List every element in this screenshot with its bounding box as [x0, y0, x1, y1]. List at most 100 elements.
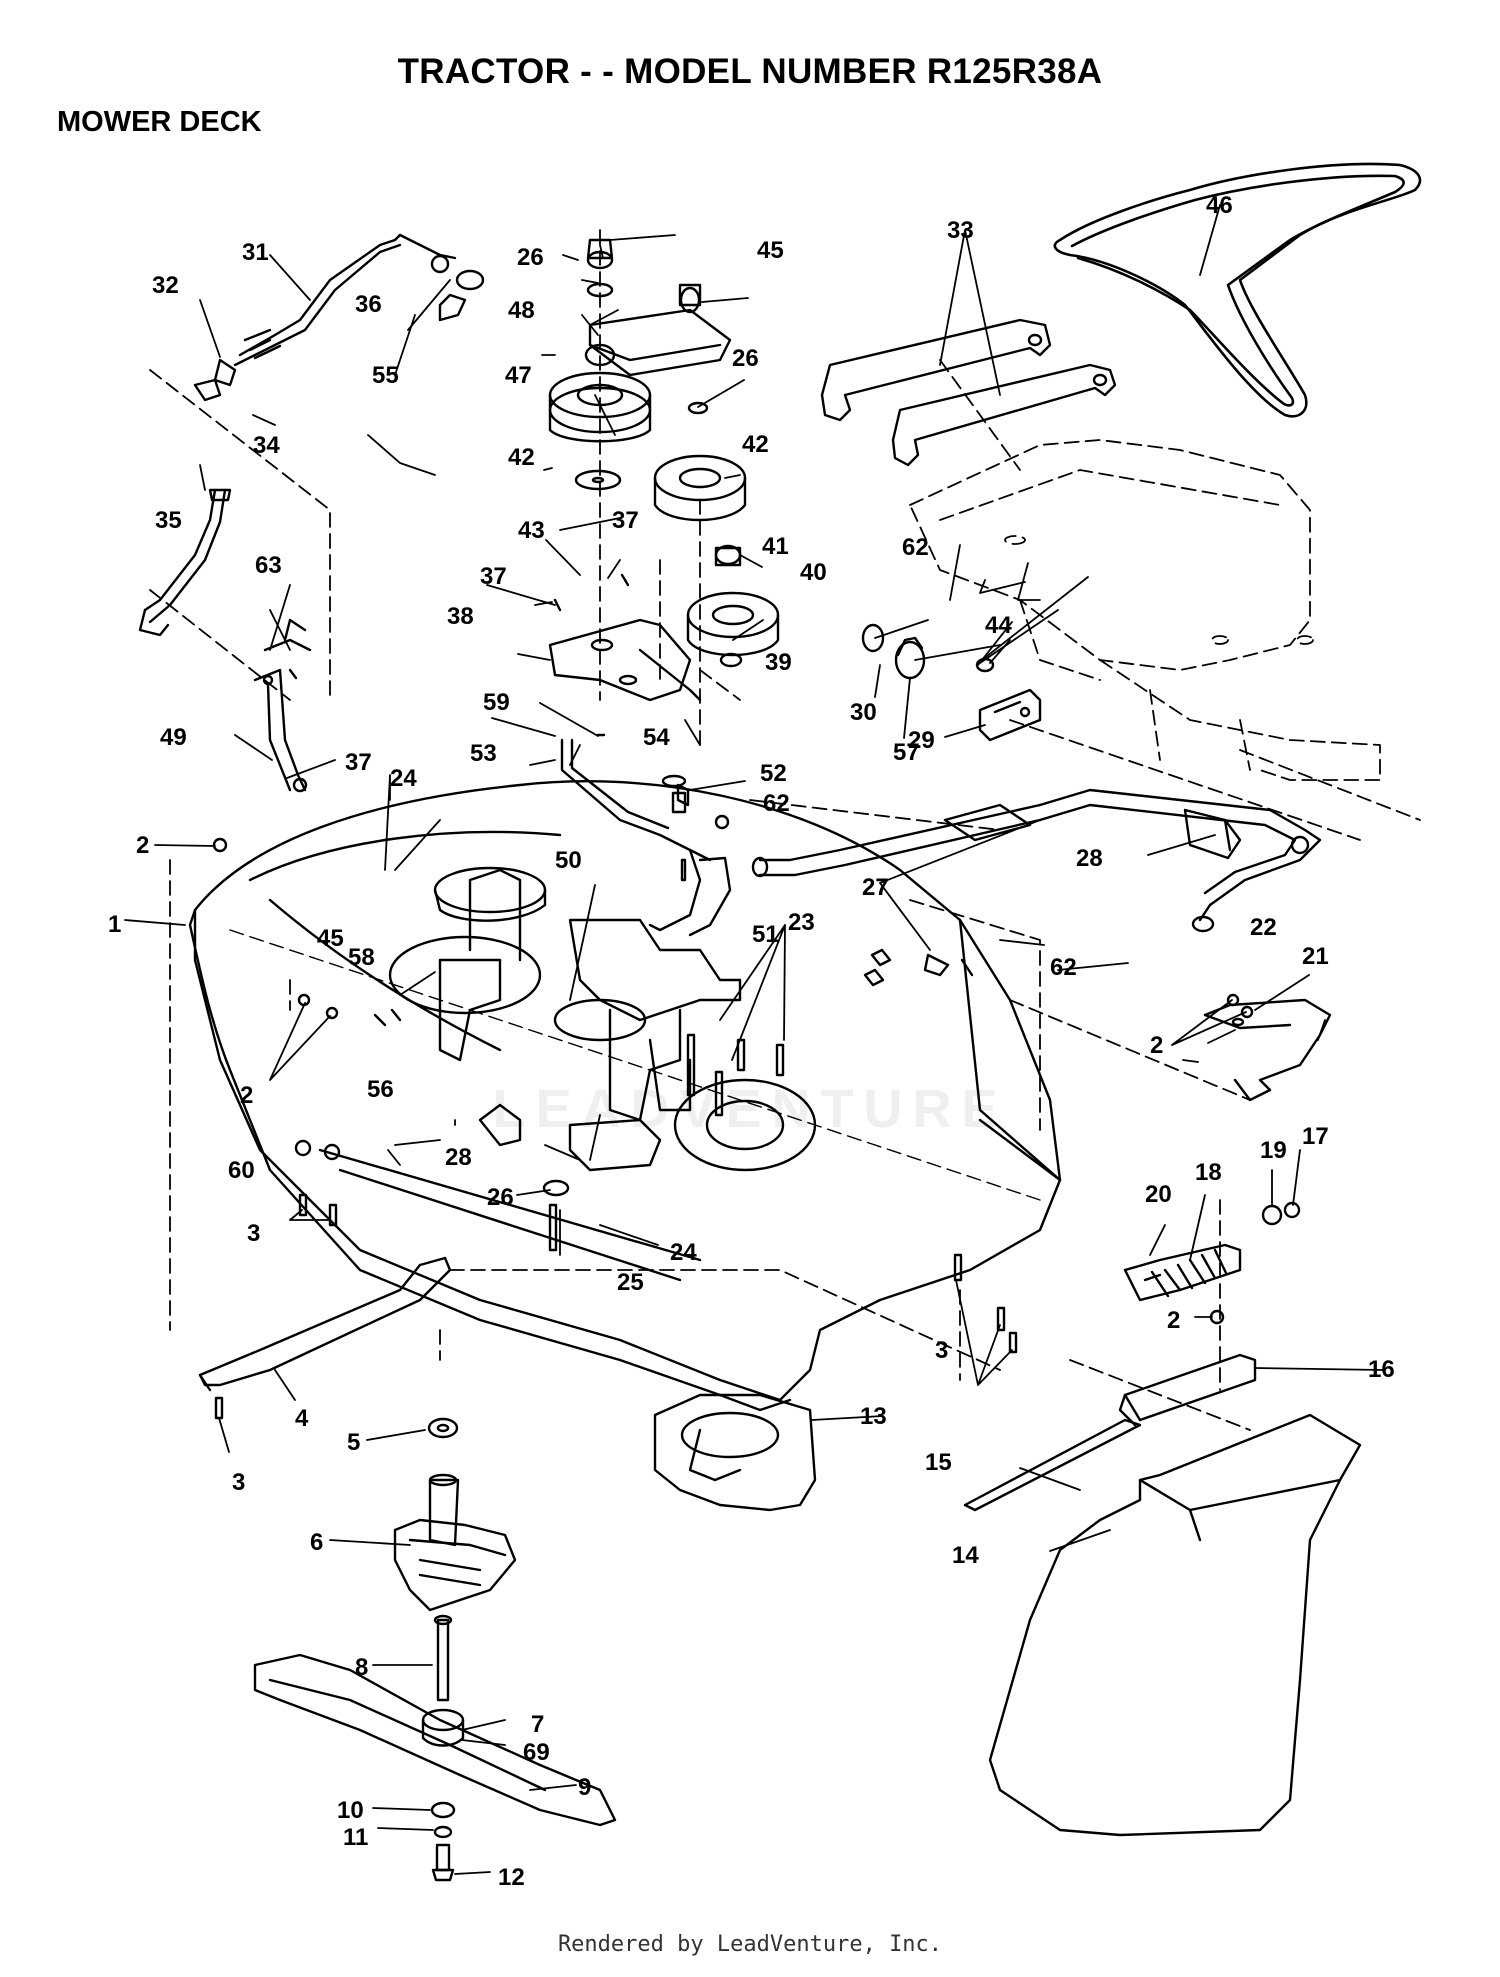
- label-45b: 45: [317, 925, 344, 952]
- label-30: 30: [850, 699, 877, 726]
- label-2c: 2: [1150, 1032, 1163, 1059]
- label-34: 34: [253, 432, 280, 459]
- label-24a: 24: [390, 765, 417, 792]
- baffle-bracket: [1203, 998, 1332, 1102]
- pulley-right: [653, 454, 780, 668]
- label-45a: 45: [757, 237, 784, 264]
- label-69: 69: [523, 1739, 550, 1766]
- label-62a: 62: [902, 534, 929, 561]
- label-6: 6: [310, 1529, 323, 1556]
- label-38: 38: [447, 603, 474, 630]
- stabilizer-bar: [198, 1256, 452, 1392]
- carriage-bolt: [1183, 808, 1242, 860]
- label-52: 52: [760, 760, 787, 787]
- label-28b: 28: [445, 1144, 472, 1171]
- cutting-blade: [253, 1653, 617, 1827]
- label-49: 49: [160, 724, 187, 751]
- label-7: 7: [531, 1711, 544, 1738]
- label-3c: 3: [232, 1469, 245, 1496]
- label-57: 57: [893, 739, 920, 766]
- label-28a: 28: [1076, 845, 1103, 872]
- label-24b: 24: [670, 1239, 697, 1266]
- label-3a: 3: [247, 1220, 260, 1247]
- label-37c: 37: [345, 749, 372, 776]
- label-58: 58: [348, 944, 375, 971]
- label-37b: 37: [612, 507, 639, 534]
- label-54: 54: [643, 724, 670, 751]
- label-62c: 62: [1050, 954, 1077, 981]
- label-21: 21: [1302, 943, 1329, 970]
- label-9: 9: [578, 1774, 591, 1801]
- label-20: 20: [1145, 1181, 1172, 1208]
- label-3b: 3: [935, 1337, 948, 1364]
- label-59: 59: [483, 689, 510, 716]
- drive-belt: [1053, 162, 1422, 418]
- blade-hardware: [430, 1801, 456, 1882]
- label-32: 32: [152, 272, 179, 299]
- label-15: 15: [925, 1449, 952, 1476]
- label-47: 47: [505, 362, 532, 389]
- idler-rod: [560, 738, 732, 937]
- label-63: 63: [255, 552, 282, 579]
- callout-labels: 1 2 2 2 2 3 3 3 4 5 6 7 8 9 10 11 12 13 …: [108, 192, 1395, 1891]
- label-39: 39: [765, 649, 792, 676]
- label-53: 53: [470, 740, 497, 767]
- page-title: TRACTOR - - MODEL NUMBER R125R38A: [397, 52, 1103, 91]
- label-43: 43: [518, 517, 545, 544]
- support-plate: [548, 618, 702, 702]
- mower-deck-housing: [188, 780, 1062, 1412]
- label-51: 51: [752, 921, 779, 948]
- rear-link-assembly: [138, 488, 312, 793]
- deck-lift-links: [820, 318, 1117, 467]
- label-4: 4: [295, 1405, 309, 1432]
- label-11: 11: [343, 1824, 368, 1851]
- watermark: LEADVENTURE: [492, 1079, 1008, 1139]
- label-19: 19: [1260, 1137, 1287, 1164]
- label-50: 50: [555, 847, 582, 874]
- footer-credit: Rendered by LeadVenture, Inc.: [557, 1932, 943, 1957]
- label-1: 1: [108, 911, 121, 938]
- label-22: 22: [1250, 914, 1277, 941]
- label-55: 55: [372, 362, 399, 389]
- fasteners: [212, 573, 1254, 1420]
- label-23: 23: [788, 909, 815, 936]
- leader-lines: [124, 204, 1384, 1875]
- label-40: 40: [800, 559, 827, 586]
- label-2a: 2: [136, 832, 149, 859]
- front-link-rod: [751, 788, 1322, 933]
- blade-spindle: [393, 1417, 517, 1747]
- spring-assembly: [963, 1201, 1301, 1512]
- discharge-chute: [653, 1393, 817, 1512]
- label-48: 48: [508, 297, 535, 324]
- label-42a: 42: [508, 444, 535, 471]
- label-26a: 26: [517, 244, 544, 271]
- label-2d: 2: [1167, 1307, 1180, 1334]
- label-18: 18: [1195, 1159, 1222, 1186]
- lift-rod-assembly: [193, 233, 485, 402]
- idler-assembly: [433, 866, 742, 1172]
- label-2b: 2: [240, 1082, 253, 1109]
- label-37a: 37: [480, 563, 507, 590]
- section-title: MOWER DECK: [57, 106, 262, 138]
- label-41: 41: [762, 533, 789, 560]
- label-8: 8: [355, 1654, 368, 1681]
- alignment-lines: [149, 229, 1421, 1431]
- label-17: 17: [1302, 1123, 1329, 1150]
- label-33: 33: [947, 217, 974, 244]
- label-36: 36: [355, 291, 382, 318]
- label-44: 44: [985, 612, 1012, 639]
- tractor-frame: [909, 439, 1381, 781]
- label-25: 25: [617, 1269, 644, 1296]
- adjust-bracket: [861, 623, 1042, 742]
- label-14: 14: [952, 1542, 979, 1569]
- pulley-stack-left: [548, 238, 732, 491]
- label-26b: 26: [732, 345, 759, 372]
- label-27: 27: [862, 874, 889, 901]
- label-60: 60: [228, 1157, 255, 1184]
- label-35: 35: [155, 507, 182, 534]
- label-13: 13: [860, 1403, 887, 1430]
- label-62b: 62: [763, 790, 790, 817]
- label-31: 31: [242, 239, 269, 266]
- label-26c: 26: [487, 1184, 514, 1211]
- label-46: 46: [1206, 192, 1233, 219]
